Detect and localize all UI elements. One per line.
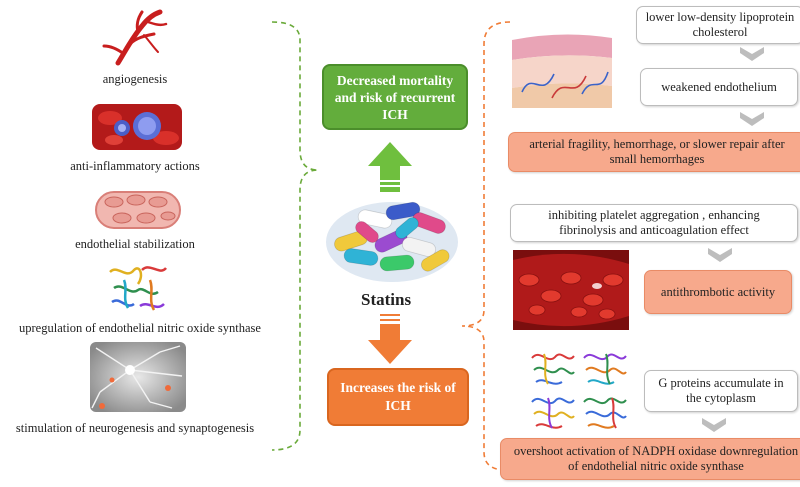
- decreased-mortality-box: Decreased mortality and risk of recurren…: [322, 64, 468, 130]
- chevron-down-icon: [740, 112, 764, 126]
- increases-risk-box: Increases the risk of ICH: [327, 368, 469, 426]
- weakened-endothelium-box: weakened endothelium: [640, 68, 798, 106]
- left-label-endothelial-stabilization: endothelial stabilization: [75, 237, 195, 251]
- left-label-angiogenesis: angiogenesis: [102, 72, 168, 86]
- up-arrow-icon: [368, 142, 412, 192]
- statin-pills-image: [326, 201, 458, 282]
- left-label-neurogenesis: stimulation of neurogenesis and synaptog…: [15, 421, 255, 435]
- down-arrow-icon: [368, 314, 412, 364]
- immune-cells-icon: [92, 104, 182, 150]
- platelet-inhibition-box: inhibiting platelet aggregation , enhanc…: [510, 204, 798, 242]
- vessel-wall-icon: [95, 191, 181, 229]
- protein-structure-icon: [109, 266, 167, 311]
- left-label-anti-inflammatory: anti-inflammatory actions: [70, 159, 200, 173]
- protein-structures-image: [531, 353, 627, 429]
- statins-label: Statins: [361, 290, 412, 309]
- left-label-enos-upregulation: upregulation of endothelial nitric oxide…: [19, 321, 261, 335]
- g-proteins-box: G proteins accumulate in the cytoplasm: [644, 370, 798, 412]
- blood-vessel-branch-icon: [102, 9, 168, 66]
- chevron-down-icon: [708, 248, 732, 262]
- antithrombotic-box: antithrombotic activity: [644, 270, 792, 314]
- red-blood-cells-image: [513, 250, 629, 330]
- arterial-fragility-box: arterial fragility, hemorrhage, or slowe…: [508, 132, 800, 172]
- chevron-down-icon: [702, 418, 726, 432]
- chevron-down-icon: [740, 47, 764, 61]
- skin-vessel-image: [512, 30, 612, 108]
- nadph-oxidase-box: overshoot activation of NADPH oxidase do…: [500, 438, 800, 480]
- neuron-icon: [90, 342, 186, 412]
- ldl-box: lower low-density lipoprotein cholestero…: [636, 6, 800, 44]
